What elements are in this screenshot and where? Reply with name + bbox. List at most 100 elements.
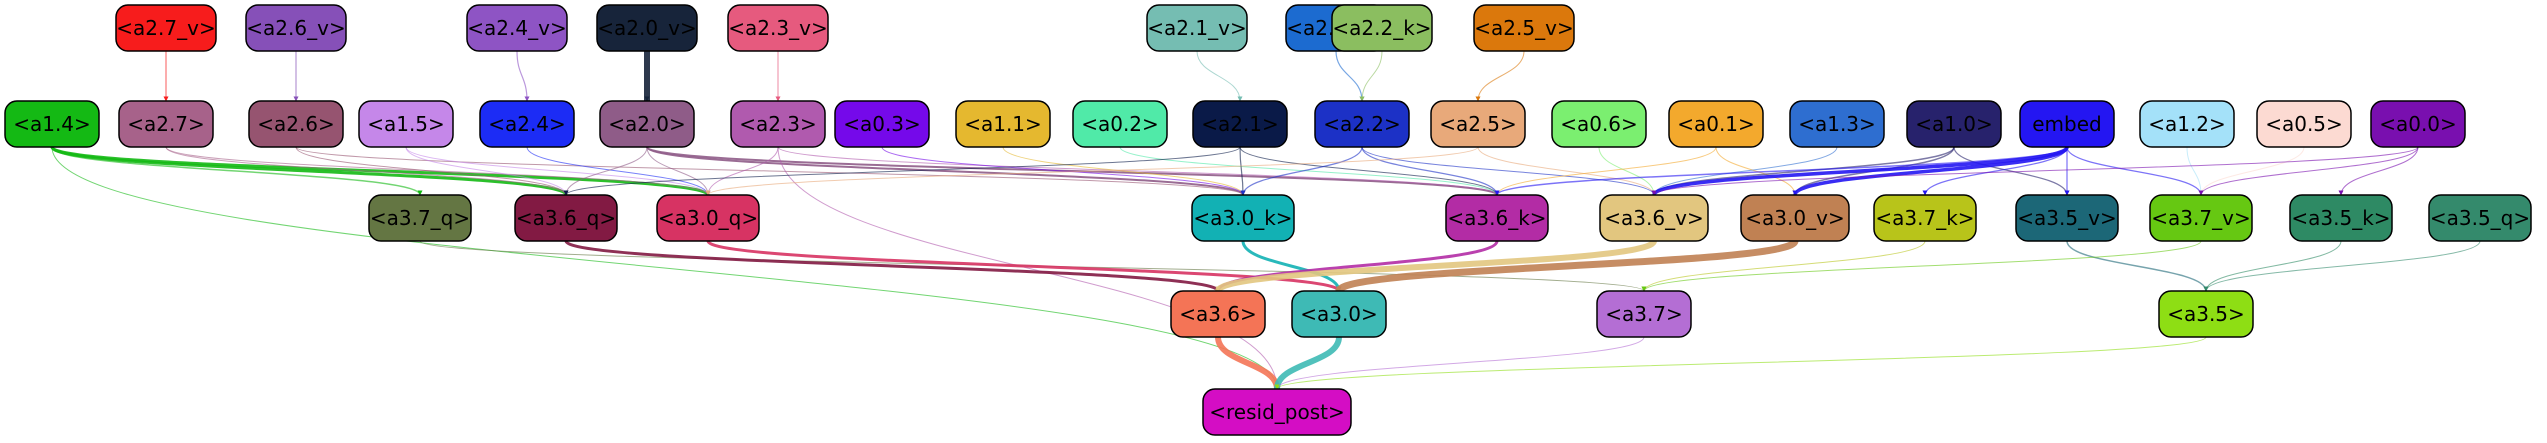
node-a27v[interactable]: <a2.7_v> (115, 4, 217, 52)
node-box-a15 (358, 100, 454, 148)
node-a27[interactable]: <a2.7> (118, 100, 214, 148)
node-a36v[interactable]: <a3.6_v> (1599, 194, 1709, 242)
node-a25[interactable]: <a2.5> (1430, 100, 1526, 148)
node-a37k[interactable]: <a3.7_k> (1873, 194, 1977, 242)
edge-a15-to-a36q (405, 146, 569, 196)
node-a37q[interactable]: <a3.7_q> (368, 194, 472, 242)
edge-a10-to-a35v (1953, 146, 2070, 196)
edge-a30k-to-a30 (1241, 240, 1342, 292)
node-box-a37 (1596, 290, 1692, 338)
node-label-a26v: <a2.6_v> (246, 16, 345, 40)
node-a15[interactable]: <a1.5> (358, 100, 454, 148)
node-label-embed: embed (2032, 112, 2101, 136)
edge-a15-to-a30q (405, 146, 711, 196)
node-label-a27: <a2.7> (127, 112, 205, 136)
node-a30[interactable]: <a3.0> (1291, 290, 1387, 338)
node-box-a13 (1789, 100, 1885, 148)
edge-a01-to-a36k (1494, 146, 1717, 196)
edge-a35q-to-a35 (2203, 240, 2481, 292)
node-box-a30 (1291, 290, 1387, 338)
node-a22k[interactable]: <a2.2_k> (1331, 4, 1433, 52)
node-a22[interactable]: <a2.2> (1314, 100, 1410, 148)
node-box-a23v (727, 4, 829, 52)
edge-embed-to-a37v (2066, 146, 2204, 196)
edge-a25-to-a30q (705, 146, 1479, 196)
edge-a20-to-a30q (646, 146, 711, 196)
node-label-a21: <a2.1> (1201, 112, 1279, 136)
node-label-a05: <a0.5> (2265, 112, 2343, 136)
node-box-a35v (2015, 194, 2119, 242)
node-box-a06 (1551, 100, 1647, 148)
node-a26v[interactable]: <a2.6_v> (245, 4, 347, 52)
edge-a27-to-a30q (165, 146, 711, 196)
node-a23v[interactable]: <a2.3_v> (727, 4, 829, 52)
node-box-a00 (2370, 100, 2466, 148)
node-a24[interactable]: <a2.4> (479, 100, 575, 148)
node-label-a12: <a1.2> (2148, 112, 2226, 136)
node-a10[interactable]: <a1.0> (1906, 100, 2002, 148)
node-a26[interactable]: <a2.6> (248, 100, 344, 148)
node-a30k[interactable]: <a3.0_k> (1191, 194, 1295, 242)
node-a12[interactable]: <a1.2> (2139, 100, 2235, 148)
node-layer: <a2.7_v> <a2.6_v> <a2.4_v> <a2.0_v> <a2.3_v>… (4, 4, 2532, 436)
edge-a21-to-a30k (1239, 146, 1246, 196)
node-a14[interactable]: <a1.4> (4, 100, 100, 148)
node-label-a20v: <a2.0_v> (597, 16, 696, 40)
node-a30q[interactable]: <a3.0_q> (656, 194, 760, 242)
node-a35[interactable]: <a3.5> (2158, 290, 2254, 338)
node-embed[interactable]: embed (2019, 100, 2115, 148)
edge-a37-to-resid (1274, 336, 1645, 390)
node-label-a36q: <a3.6_q> (516, 206, 616, 230)
edge-embed-to-a36v (1651, 145, 2069, 197)
node-a35q[interactable]: <a3.5_q> (2428, 194, 2532, 242)
node-a23[interactable]: <a2.3> (730, 100, 826, 148)
edge-a11-to-a30k (1002, 146, 1246, 196)
node-a35v[interactable]: <a3.5_v> (2015, 194, 2119, 242)
edge-embed-to-a36k (1494, 146, 2068, 196)
node-a20[interactable]: <a2.0> (599, 100, 695, 148)
node-box-a03 (834, 100, 930, 148)
node-a00[interactable]: <a0.0> (2370, 100, 2466, 148)
node-a30v[interactable]: <a3.0_v> (1740, 194, 1850, 242)
edge-a21v-to-a21 (1196, 50, 1243, 102)
node-a35k[interactable]: <a3.5_k> (2289, 194, 2393, 242)
node-a20v[interactable]: <a2.0_v> (596, 4, 698, 52)
edge-a22v-to-a22 (1335, 50, 1365, 102)
node-a24v[interactable]: <a2.4_v> (466, 4, 568, 52)
node-a36q[interactable]: <a3.6_q> (514, 194, 618, 242)
node-box-a12 (2139, 100, 2235, 148)
node-label-a03: <a0.3> (843, 112, 921, 136)
node-a21[interactable]: <a2.1> (1192, 100, 1288, 148)
node-resid[interactable]: <resid_post> (1202, 388, 1352, 436)
edge-a02-to-a36k (1119, 146, 1500, 196)
edge-a22-to-a30k (1240, 146, 1363, 196)
node-a03[interactable]: <a0.3> (834, 100, 930, 148)
node-box-a20v (596, 4, 698, 52)
node-label-a37k: <a3.7_k> (1875, 206, 1974, 230)
node-a36k[interactable]: <a3.6_k> (1445, 194, 1549, 242)
node-label-resid: <resid_post> (1209, 400, 1344, 424)
node-label-a30k: <a3.0_k> (1193, 206, 1292, 230)
node-a37v[interactable]: <a3.7_v> (2149, 194, 2253, 242)
node-label-a25: <a2.5> (1439, 112, 1517, 136)
node-a21v[interactable]: <a2.1_v> (1146, 4, 1248, 52)
node-box-a22k (1331, 4, 1433, 52)
edge-a12-to-a37v (2186, 146, 2204, 196)
node-label-a37: <a3.7> (1605, 302, 1683, 326)
node-a25v[interactable]: <a2.5_v> (1473, 4, 1575, 52)
node-label-a37v: <a3.7_v> (2151, 206, 2250, 230)
node-box-a05 (2256, 100, 2352, 148)
edge-a00-to-a37v (2198, 146, 2419, 196)
node-a01[interactable]: <a0.1> (1668, 100, 1764, 148)
node-a06[interactable]: <a0.6> (1551, 100, 1647, 148)
node-a36[interactable]: <a3.6> (1170, 290, 1266, 338)
node-a11[interactable]: <a1.1> (955, 100, 1051, 148)
node-a02[interactable]: <a0.2> (1072, 100, 1168, 148)
node-a13[interactable]: <a1.3> (1789, 100, 1885, 148)
node-a37[interactable]: <a3.7> (1596, 290, 1692, 338)
node-box-a36v (1599, 194, 1709, 242)
node-a05[interactable]: <a0.5> (2256, 100, 2352, 148)
edge-a20-to-a36k (646, 146, 1500, 196)
node-label-a15: <a1.5> (367, 112, 445, 136)
node-box-a36 (1170, 290, 1266, 338)
